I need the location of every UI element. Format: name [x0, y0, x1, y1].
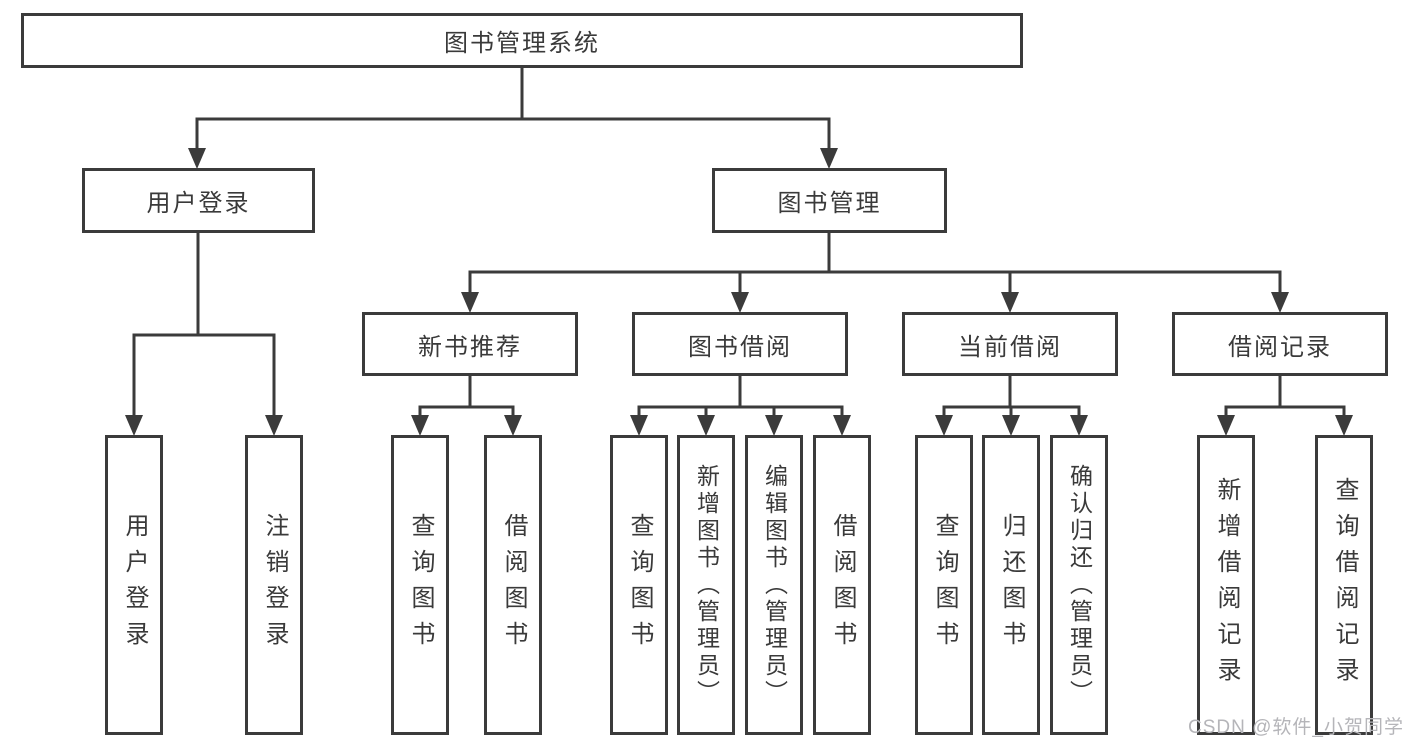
connector-book-management-children: [468, 231, 1282, 296]
connector-borrowing-records-children: [1224, 374, 1346, 419]
leaf-add-book-admin: 新增图书（管理员）: [677, 435, 735, 735]
node-user-login: 用户登录: [82, 168, 315, 233]
leaf-return-books: 归还图书: [982, 435, 1040, 735]
leaf-query-books-borrowing: 查询图书: [610, 435, 668, 735]
arrowhead-down-icon: [697, 415, 715, 436]
node-library-management-system: 图书管理系统: [21, 13, 1023, 68]
leaf-logout: 注销登录: [245, 435, 303, 735]
connector-new-book-children: [418, 374, 515, 419]
arrowhead-down-icon: [1335, 415, 1353, 436]
leaf-user-login: 用户登录: [105, 435, 163, 735]
arrowhead-down-icon: [630, 415, 648, 436]
leaf-label: 借阅图书: [829, 513, 856, 657]
arrowhead-down-icon: [833, 415, 851, 436]
arrowhead-down-icon: [765, 415, 783, 436]
leaf-confirm-return-admin: 确认归还（管理员）: [1050, 435, 1108, 735]
arrowhead-down-icon: [935, 415, 953, 436]
leaf-label: 查询图书: [931, 513, 958, 657]
leaf-edit-book-admin: 编辑图书（管理员）: [745, 435, 803, 735]
node-label: 用户登录: [146, 190, 251, 217]
node-label: 图书借阅: [688, 333, 792, 361]
leaf-label: 借阅图书: [500, 513, 527, 657]
leaf-borrow-books-recommend: 借阅图书: [484, 435, 542, 735]
leaf-label: 编辑图书（管理员）: [761, 463, 788, 707]
arrowhead-down-icon: [188, 148, 206, 169]
leaf-label: 查询图书: [626, 513, 653, 657]
arrowhead-down-icon: [1001, 292, 1019, 313]
arrowhead-down-icon: [820, 148, 838, 169]
leaf-label: 确认归还（管理员）: [1066, 463, 1093, 707]
node-label: 借阅记录: [1228, 333, 1332, 361]
connector-book-borrowing-children: [637, 374, 844, 419]
connector-root-to-level2: [195, 65, 831, 152]
arrowhead-down-icon: [125, 415, 143, 436]
node-label: 图书管理系统: [444, 30, 600, 57]
arrowhead-down-icon: [1002, 415, 1020, 436]
leaf-label: 新增图书（管理员）: [693, 463, 720, 707]
leaf-label: 注销登录: [261, 513, 288, 657]
leaf-label: 用户登录: [121, 513, 148, 657]
leaf-label: 查询借阅记录: [1331, 477, 1358, 693]
arrowhead-down-icon: [1271, 292, 1289, 313]
arrowhead-down-icon: [1070, 415, 1088, 436]
arrowhead-down-icon: [265, 415, 283, 436]
leaf-label: 归还图书: [998, 513, 1025, 657]
leaf-label: 查询图书: [407, 513, 434, 657]
connector-user-login-children: [132, 231, 276, 419]
leaf-label: 新增借阅记录: [1213, 477, 1240, 693]
node-borrowing-records: 借阅记录: [1172, 312, 1388, 376]
arrowhead-down-icon: [411, 415, 429, 436]
arrowhead-down-icon: [461, 292, 479, 313]
leaf-query-books-recommend: 查询图书: [391, 435, 449, 735]
node-label: 当前借阅: [958, 333, 1062, 361]
leaf-query-borrow-record: 查询借阅记录: [1315, 435, 1373, 735]
leaf-borrow-books-borrowing: 借阅图书: [813, 435, 871, 735]
connector-current-borrowing-children: [942, 374, 1081, 419]
node-book-management: 图书管理: [712, 168, 947, 233]
leaf-query-books-current: 查询图书: [915, 435, 973, 735]
leaf-add-borrow-record: 新增借阅记录: [1197, 435, 1255, 735]
arrowhead-down-icon: [1217, 415, 1235, 436]
node-current-borrowing: 当前借阅: [902, 312, 1118, 376]
node-book-borrowing: 图书借阅: [632, 312, 848, 376]
watermark-text: CSDN @软件_小贺同学: [1188, 717, 1404, 738]
node-label: 新书推荐: [418, 333, 522, 361]
arrowhead-down-icon: [731, 292, 749, 313]
node-label: 图书管理: [777, 190, 882, 217]
node-new-book-recommendation: 新书推荐: [362, 312, 578, 376]
arrowhead-down-icon: [504, 415, 522, 436]
